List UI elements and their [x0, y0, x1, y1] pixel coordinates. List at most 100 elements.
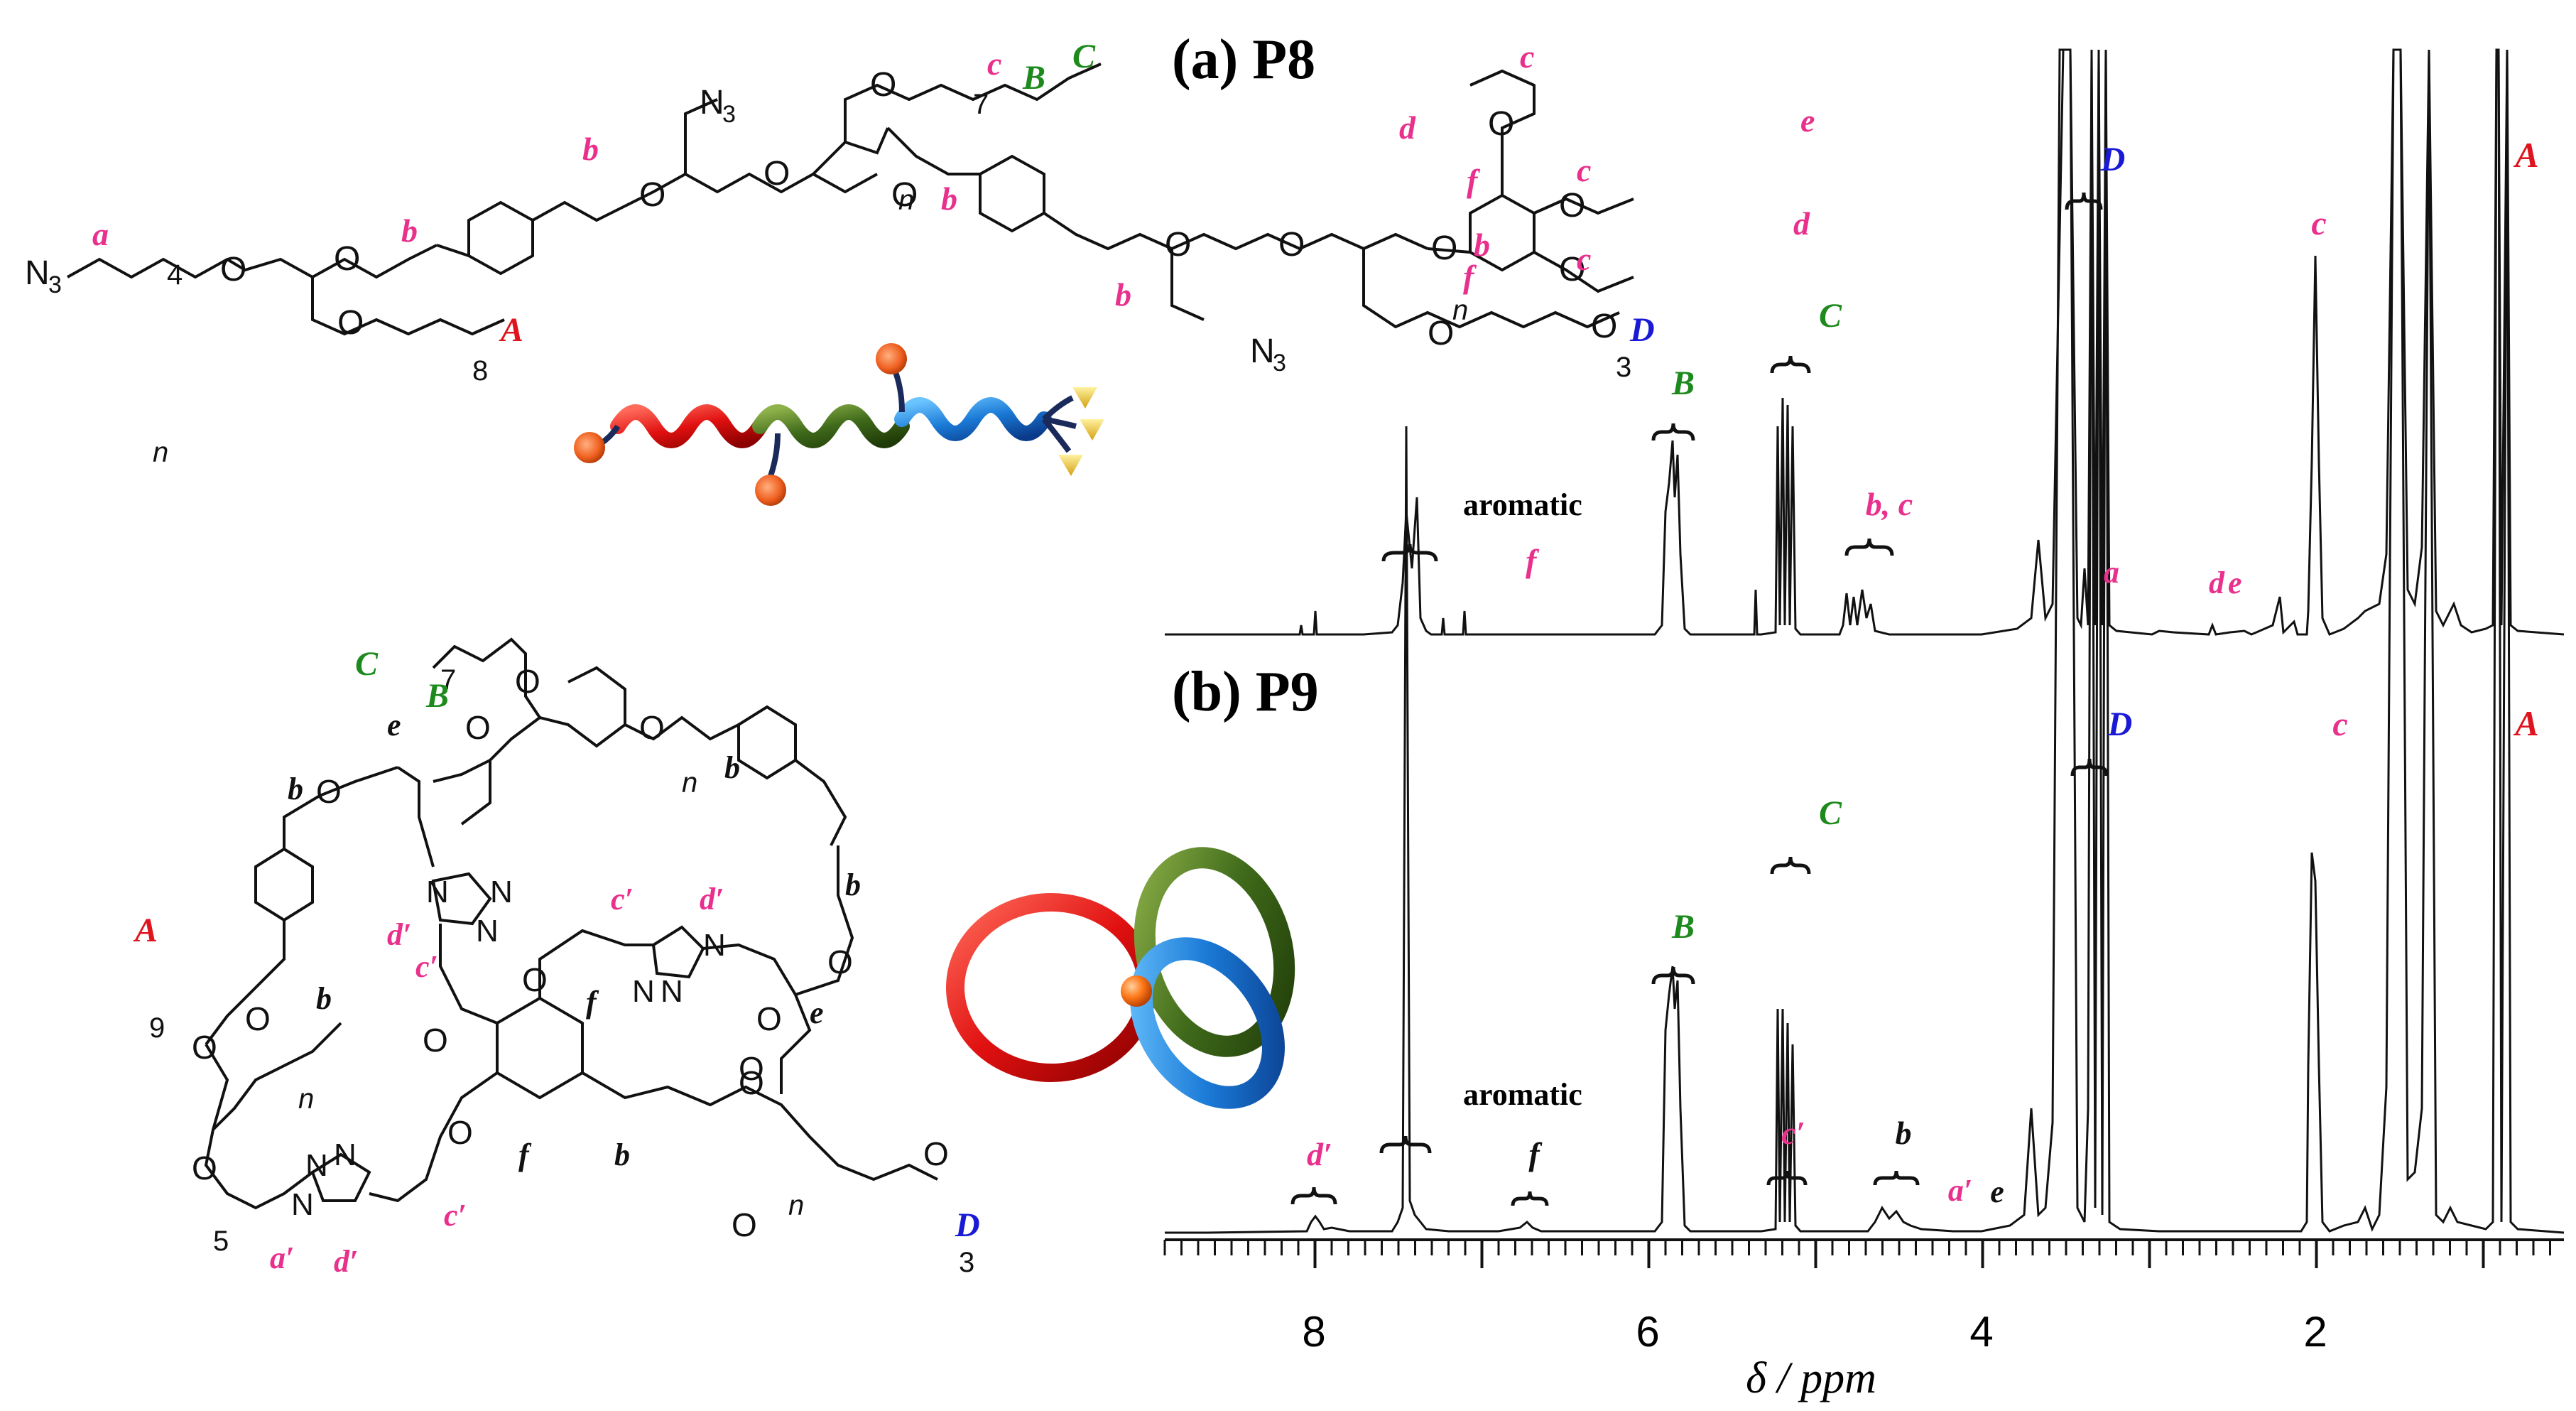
struct-b-label-b4: b: [316, 981, 332, 1016]
struct-b-label-b1: b: [288, 772, 303, 806]
brace-aromatic-a: [1381, 544, 1438, 562]
struct-a-o8: O: [1165, 226, 1191, 264]
linear-polymer-cartoon: [574, 343, 1104, 506]
struct-b-o15: O: [245, 1000, 271, 1037]
struct-b-label-b2: b: [724, 750, 740, 785]
struct-a-n3-bottom: N: [1250, 333, 1275, 370]
struct-a-o14: O: [1559, 187, 1585, 225]
label-b-b: b: [1896, 1115, 1912, 1151]
structure-b-triazole-2: [651, 925, 705, 979]
brace-aromatic-b: [1379, 1135, 1432, 1154]
struct-a-n3-top-sub: 3: [722, 101, 736, 128]
panel-b-label: (b) P9: [1172, 661, 1319, 723]
struct-b-o3: O: [465, 709, 491, 746]
struct-b-n-2: n: [298, 1083, 314, 1115]
tick-label-6: 6: [1636, 1308, 1659, 1356]
struct-a-four: 4: [167, 259, 183, 291]
structure-a-backbone: [67, 244, 438, 279]
struct-b-label-aprime: a′: [270, 1240, 294, 1275]
label-cprime-b: c′: [1781, 1115, 1805, 1151]
struct-b-seven: 7: [440, 664, 456, 696]
brace-C-a: [1770, 355, 1811, 374]
struct-b-o8: O: [447, 1114, 473, 1151]
label-dprime-b: d′: [1307, 1136, 1332, 1172]
struct-b-o11: O: [732, 1206, 757, 1243]
label-bc-a: b, c: [1866, 486, 1913, 522]
structure-a-benzene-2: [979, 154, 1045, 233]
struct-b-label-f2: f: [518, 1137, 532, 1172]
nmr-spectra: (a) P8 (b) P9 8 6 4 2 δ / ppm aromatic f…: [1163, 28, 2565, 1402]
label-aromatic-b: aromatic: [1463, 1077, 1582, 1112]
struct-a-o1: O: [220, 251, 246, 288]
struct-a-o4: O: [639, 176, 665, 214]
struct-a-label-c4: c: [1577, 241, 1591, 277]
struct-b-n9: N: [291, 1187, 314, 1222]
struct-a-n2: n: [898, 185, 914, 216]
struct-a-label-b5: b: [1474, 227, 1490, 263]
struct-a-o5: O: [763, 155, 790, 193]
struct-a-three: 3: [1616, 352, 1631, 383]
struct-b-n5: N: [632, 974, 655, 1009]
struct-b-o6: O: [522, 961, 548, 998]
tick-label-8: 8: [1302, 1308, 1325, 1356]
brace-D-a: [2065, 192, 2103, 210]
label-c-b: c: [2332, 706, 2347, 743]
struct-b-three: 3: [959, 1247, 974, 1278]
structure-p8: N 3 O O O 4 8 N 3 O O O O 7 O O N 3 O O …: [25, 38, 1815, 468]
brace-B-b: [1651, 966, 1695, 985]
struct-b-o5: O: [827, 944, 853, 980]
struct-a-label-f1: f: [1467, 163, 1481, 199]
spectrum-b-trace: [1165, 48, 2565, 1234]
label-e-a: e: [2228, 566, 2242, 600]
struct-b-n2: N: [490, 875, 513, 909]
label-B-b: B: [1671, 908, 1695, 946]
struct-a-label-f2: f: [1463, 259, 1477, 295]
struct-b-n3: N: [476, 914, 499, 948]
struct-a-label-b1: b: [401, 212, 418, 249]
structure-a-benzene-1: [467, 200, 534, 276]
struct-a-o12: O: [1591, 308, 1617, 345]
label-aprime-b: a′: [1948, 1173, 1972, 1208]
x-axis-minor-ticks: [1163, 1240, 2551, 1268]
struct-a-label-A: A: [499, 311, 523, 349]
spectrum-b-annotations: d′ aromatic f B C c′ b a′ e D c A: [1290, 703, 2539, 1209]
struct-b-label-C: C: [355, 645, 379, 683]
struct-a-label-D: D: [1629, 311, 1655, 349]
struct-b-n-1: n: [682, 767, 697, 799]
struct-a-o10: O: [1431, 229, 1457, 267]
brace-B-a: [1651, 423, 1695, 441]
label-d-a: d: [2209, 566, 2225, 600]
struct-a-n3-left-sub: 3: [48, 271, 62, 298]
x-axis: 8 6 4 2 δ / ppm: [1163, 1238, 2564, 1402]
struct-b-n1: N: [426, 875, 449, 909]
label-C-a: C: [1819, 297, 1842, 335]
structure-b-triazole-3: [310, 1152, 371, 1202]
x-axis-title: δ / ppm: [1746, 1354, 1876, 1402]
label-B-a: B: [1671, 364, 1695, 402]
struct-b-n7: N: [305, 1148, 328, 1183]
brace-D-b: [2070, 758, 2109, 777]
struct-b-o12: O: [739, 1064, 764, 1101]
brace-f-b: [1511, 1191, 1549, 1206]
struct-a-label-e: e: [1800, 102, 1815, 139]
struct-b-o7: O: [423, 1022, 448, 1059]
brace-C-b: [1770, 856, 1811, 875]
struct-b-n6: N: [661, 974, 683, 1009]
tick-label-4: 4: [1969, 1308, 1993, 1356]
struct-b-label-cprime-3: c′: [444, 1198, 467, 1233]
struct-b-nine: 9: [149, 1012, 165, 1044]
struct-b-n4: N: [703, 928, 726, 963]
struct-a-label-d1: d: [1399, 109, 1416, 146]
struct-a-label-C: C: [1072, 38, 1096, 75]
struct-a-o3: O: [337, 304, 364, 342]
struct-a-label-c1: c: [987, 45, 1001, 82]
struct-a-n1: n: [153, 437, 168, 468]
structure-p9: O O O O O O O O O O O O O O O O N N N N …: [133, 637, 980, 1279]
label-D-a: D: [2100, 141, 2126, 178]
label-D-b: D: [2107, 706, 2133, 743]
struct-b-n8: N: [334, 1137, 357, 1172]
struct-a-label-a: a: [92, 216, 109, 252]
struct-a-o7: O: [891, 176, 918, 214]
label-c-a: c: [2311, 205, 2326, 242]
